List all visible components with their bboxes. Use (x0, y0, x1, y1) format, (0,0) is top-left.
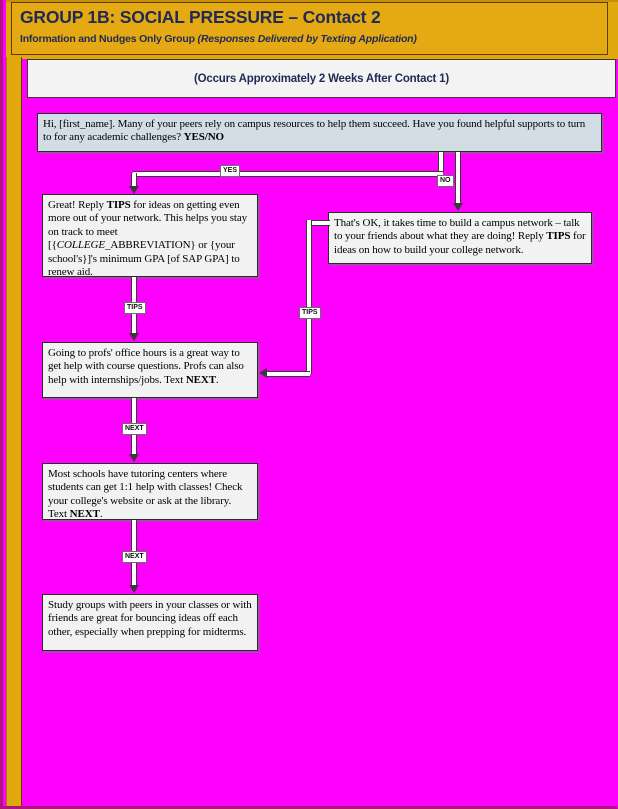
connector-yes-stub (438, 152, 444, 173)
page-subtitle: Information and Nudges Only Group (Respo… (20, 33, 417, 45)
edge-label-next-1: NEXT (122, 423, 147, 435)
connector-next-2-arrowhead (129, 585, 139, 593)
edge-label-tips-left: TIPS (124, 302, 146, 314)
edge-label-tips-right: TIPS (299, 307, 321, 319)
connector-next-1-arrowhead (129, 454, 139, 462)
connector-no-arrowhead (453, 203, 463, 211)
flowchart-canvas: Hi, [first_name]. Many of your peers rel… (23, 99, 618, 806)
edge-label-next-2: NEXT (122, 551, 147, 563)
page-subtitle-plain: Information and Nudges Only Group (20, 33, 198, 45)
connector-no-down (455, 152, 461, 204)
connector-tips-right-bottom (266, 371, 310, 377)
connector-tips-right-arrowhead (259, 368, 267, 378)
timing-banner-text: (Occurs Approximately 2 Weeks After Cont… (194, 72, 449, 85)
connector-yes-down (131, 173, 137, 187)
connector-tips-left-arrowhead (129, 333, 139, 341)
message-box-question: Hi, [first_name]. Many of your peers rel… (37, 113, 602, 152)
connector-tips-right-top (306, 220, 330, 226)
header-banner: GROUP 1B: SOCIAL PRESSURE – Contact 2 In… (11, 2, 608, 55)
message-box-study-groups: Study groups with peers in your classes … (42, 594, 258, 651)
message-box-thats-ok: That's OK, it takes time to build a camp… (328, 212, 592, 264)
connector-yes-horizontal (133, 171, 443, 177)
left-gold-rail (6, 57, 22, 806)
message-box-tutoring-centers: Most schools have tutoring centers where… (42, 463, 258, 520)
message-box-office-hours: Going to profs' office hours is a great … (42, 342, 258, 398)
message-box-great-reply-tips: Great! Reply TIPS for ideas on getting e… (42, 194, 258, 278)
connector-tips-right-vertical (306, 220, 312, 374)
page-subtitle-italic: (Responses Delivered by Texting Applicat… (197, 33, 417, 45)
timing-banner: (Occurs Approximately 2 Weeks After Cont… (27, 59, 616, 98)
page-title: GROUP 1B: SOCIAL PRESSURE – Contact 2 (20, 7, 381, 27)
connector-yes-arrowhead (129, 186, 139, 194)
edge-label-no: NO (437, 175, 454, 187)
edge-label-yes: YES (220, 165, 241, 177)
